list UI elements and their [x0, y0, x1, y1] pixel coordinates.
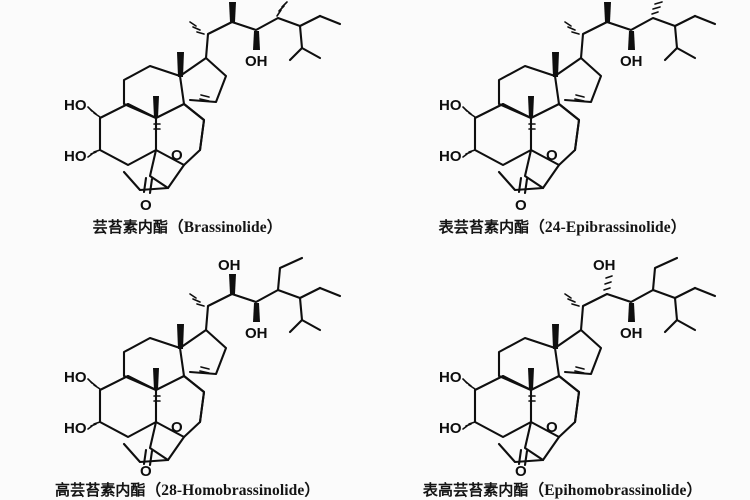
caption-zh-epihomobrassinolide: 表高芸苔素内酯	[422, 481, 529, 499]
hash-bond-ho-bottom	[462, 149, 476, 158]
structure-drawing-brassinolide: HO HO	[0, 0, 375, 215]
methyl-wedge-c10	[153, 96, 159, 118]
structure-panel-brassinolide: HO HO	[0, 0, 375, 250]
hash-bond-ring-fusion	[199, 94, 210, 102]
hash-bond-ho-top	[87, 378, 101, 390]
structure-drawing-epibrassinolide: HO HO	[375, 0, 750, 215]
oh-wedge-c22	[604, 2, 611, 22]
oh-wedge-c23	[628, 31, 635, 50]
atom-label-side-oh-lower: OH	[620, 325, 643, 342]
methyl-wedge-c10	[528, 368, 534, 390]
hash-bond-ring-fusion	[199, 366, 210, 374]
caption-epibrassinolide: 表芸苔素内酯（24-Epibrassinolide）	[375, 215, 750, 237]
caption-epihomobrassinolide: 表高芸苔素内酯（Epihomobrassinolide）	[375, 478, 750, 500]
atom-label-lactone-o: O	[171, 419, 183, 436]
atom-label-side-oh-upper: OH	[593, 257, 616, 274]
oh-wedge-c22	[229, 2, 236, 22]
hash-bond-ho-bottom	[87, 421, 101, 430]
ethyl-branch	[276, 256, 304, 292]
atom-label-ho-top: HO	[439, 369, 462, 386]
hash-bond-c9	[153, 395, 161, 402]
caption-en-epibrassinolide: （24-Epibrassinolide）	[529, 219, 687, 236]
methyl-wedge-c10	[528, 96, 534, 118]
oh-wedge-c23	[253, 31, 260, 50]
atom-label-ho-top: HO	[439, 97, 462, 114]
atom-label-carbonyl-o: O	[515, 463, 527, 478]
structure-panel-epihomobrassinolide: HO HO	[375, 250, 750, 500]
hash-bond-ho-top	[462, 378, 476, 390]
epibrassinolide-svg: HO HO	[439, 1, 717, 214]
hash-bond-c22	[189, 293, 205, 307]
atom-label-carbonyl-o: O	[515, 197, 527, 214]
atom-label-ho-bottom: HO	[64, 148, 87, 165]
atom-label-lactone-o: O	[546, 419, 558, 436]
hash-bond-ring-fusion	[574, 94, 585, 102]
caption-zh-brassinolide: 芸苔素内酯	[92, 218, 169, 236]
caption-zh-homobrassinolide: 高芸苔素内酯	[55, 481, 146, 499]
methyl-wedge-c13	[177, 324, 184, 349]
structure-drawing-epihomobrassinolide: HO HO	[375, 250, 750, 478]
atom-label-lactone-o: O	[171, 147, 183, 164]
hash-bond-c24-methyl	[276, 1, 288, 17]
atom-label-carbonyl-o: O	[140, 463, 152, 478]
ethyl-branch	[651, 256, 679, 292]
hash-bond-ho-bottom	[462, 421, 476, 430]
atom-label-ho-top: HO	[64, 97, 87, 114]
atom-label-side-oh: OH	[620, 53, 643, 70]
atom-label-side-oh-upper: OH	[218, 257, 241, 274]
hash-bond-c9	[528, 123, 536, 130]
brassinolide-svg: HO HO	[64, 1, 342, 214]
hash-bond-c22	[564, 21, 580, 35]
hash-bond-c22	[189, 21, 205, 35]
caption-en-epihomobrassinolide: （Epihomobrassinolide）	[528, 482, 703, 499]
epihomobrassinolide-svg: HO HO	[439, 256, 717, 478]
hash-bond-c9	[528, 395, 536, 402]
methyl-wedge-c13	[552, 324, 559, 349]
hash-bond-ho-top	[87, 106, 101, 118]
hash-bond-ho-bottom	[87, 149, 101, 158]
caption-en-homobrassinolide: （28-Homobrassinolide）	[145, 482, 320, 499]
hash-bond-ho-top	[462, 106, 476, 118]
hash-bond-c22	[564, 293, 580, 307]
atom-label-ho-bottom: HO	[439, 148, 462, 165]
structure-panel-homobrassinolide: HO HO	[0, 250, 375, 500]
caption-brassinolide: 芸苔素内酯（Brassinolide）	[0, 215, 375, 237]
methyl-wedge-c13	[552, 52, 559, 77]
hash-bond-c9	[153, 123, 161, 130]
caption-zh-epibrassinolide: 表芸苔素内酯	[438, 218, 530, 236]
homobrassinolide-svg: HO HO	[64, 256, 342, 478]
atom-label-lactone-o: O	[546, 147, 558, 164]
methyl-wedge-c13	[177, 52, 184, 77]
atom-label-side-oh-lower: OH	[245, 325, 268, 342]
caption-homobrassinolide: 高芸苔素内酯（28-Homobrassinolide）	[0, 478, 375, 500]
hash-bond-ring-fusion	[574, 366, 585, 374]
oh-wedge-c23	[253, 303, 260, 322]
hash-bond-c24-methyl-epi	[651, 1, 663, 15]
structure-drawing-homobrassinolide: HO HO	[0, 250, 375, 478]
oh-wedge-c22	[229, 274, 236, 294]
atom-label-carbonyl-o: O	[140, 197, 152, 214]
hash-bond-oh-upper-epi	[603, 275, 613, 291]
atom-label-ho-bottom: HO	[439, 420, 462, 437]
atom-label-ho-top: HO	[64, 369, 87, 386]
structure-panel-epibrassinolide: HO HO	[375, 0, 750, 250]
caption-en-brassinolide: （Brassinolide）	[168, 219, 283, 236]
methyl-wedge-c10	[153, 368, 159, 390]
atom-label-ho-bottom: HO	[64, 420, 87, 437]
oh-wedge-c23	[628, 303, 635, 322]
atom-label-side-oh: OH	[245, 53, 268, 70]
